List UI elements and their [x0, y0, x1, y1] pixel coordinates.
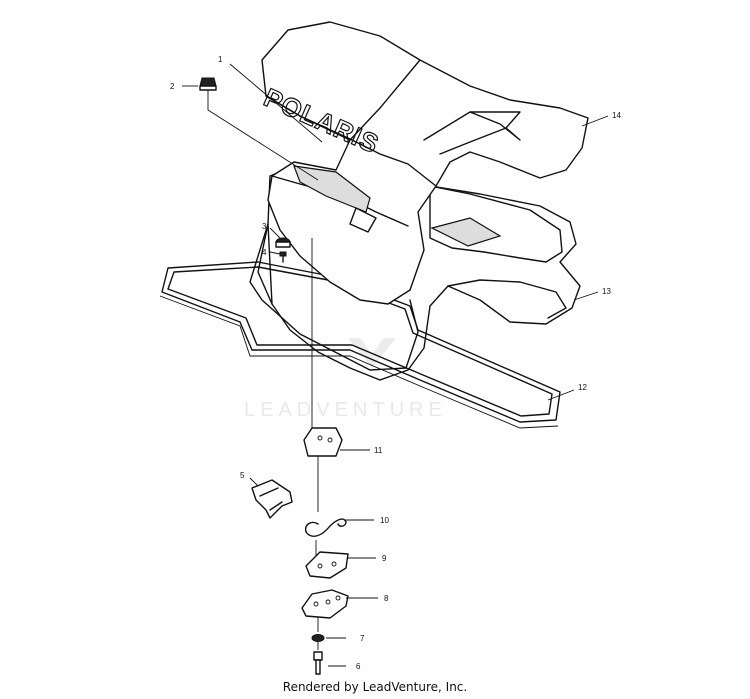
callout-8: 8 — [384, 594, 389, 603]
assembly-lines — [207, 88, 319, 650]
footer-credit: Rendered by LeadVenture, Inc. — [282, 680, 468, 694]
part-3-nut — [275, 237, 291, 248]
callout-12: 12 — [578, 383, 587, 392]
part-14-seat-cushion: POLARIS — [259, 21, 589, 305]
callout-4: 4 — [262, 248, 267, 257]
part-10-hook-spring — [304, 518, 347, 537]
part-9-plate — [305, 551, 349, 579]
leader-lines — [182, 63, 609, 667]
callout-11: 11 — [374, 446, 383, 455]
callout-5: 5 — [240, 471, 245, 480]
callout-7: 7 — [360, 634, 365, 643]
callout-3: 3 — [262, 222, 267, 231]
callout-1: 1 — [218, 55, 223, 64]
callout-2: 2 — [170, 82, 175, 91]
part-7-washer — [311, 634, 325, 642]
watermark: LEADVENTURE — [244, 338, 447, 421]
watermark-text: LEADVENTURE — [244, 399, 447, 421]
callout-13: 13 — [602, 287, 611, 296]
callout-14: 14 — [612, 111, 621, 120]
callout-10: 10 — [380, 516, 389, 525]
callout-9: 9 — [382, 554, 387, 563]
part-11-bracket — [303, 427, 343, 457]
part-6-bolt — [313, 651, 323, 675]
callout-6: 6 — [356, 662, 361, 671]
part-4-screw — [279, 251, 287, 263]
part-13-seat-base — [249, 167, 581, 381]
part-5-latch-clip — [251, 479, 293, 519]
callouts: 1 2 3 4 5 6 7 8 9 10 11 12 13 14 — [170, 55, 621, 671]
part-2-nut — [199, 77, 217, 91]
part-8-plate — [301, 589, 349, 619]
